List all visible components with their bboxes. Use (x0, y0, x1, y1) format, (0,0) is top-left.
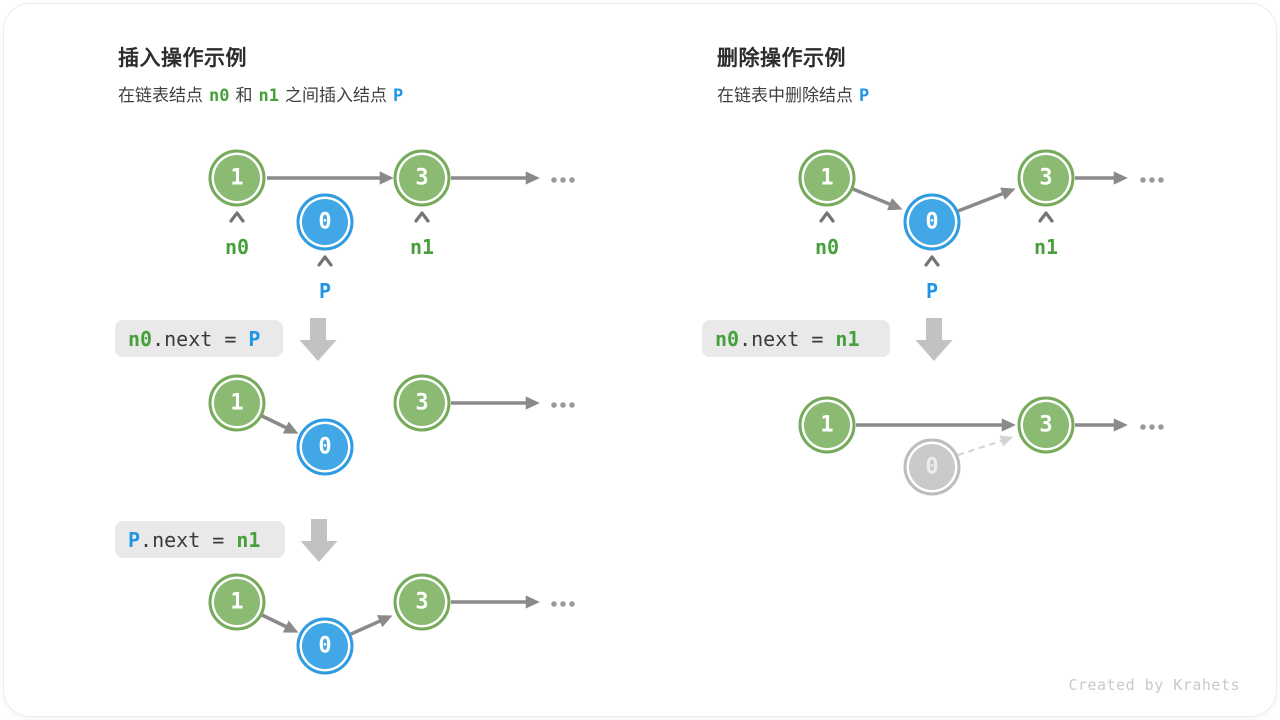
list-node-green: 1 (208, 374, 266, 432)
node-value: 1 (820, 412, 834, 438)
code-part-plain: .next = (140, 527, 237, 552)
list-node-green: 3 (393, 573, 451, 631)
pointer-label: P (318, 279, 332, 303)
node-value: 3 (1039, 412, 1053, 438)
list-node-green: 3 (1017, 396, 1075, 454)
list-node-green: 3 (393, 149, 451, 207)
list-node-blue: 0 (296, 418, 354, 476)
code-part-green: n1 (835, 326, 860, 351)
delete-panel-title: 删除操作示例 (717, 47, 846, 70)
text-part-plain: 在链表中删除结点 (717, 86, 853, 105)
delete-panel-subtitle: 在链表中删除结点 P (717, 81, 875, 106)
node-value: 1 (230, 165, 244, 191)
list-node-blue: 0 (296, 193, 354, 251)
code-part-blue: P (128, 527, 141, 552)
text-part-blue: P (859, 86, 870, 106)
pointer-label: P (925, 279, 939, 303)
text-part-plain: 之间插入结点 (284, 86, 387, 105)
node-value: 0 (318, 633, 332, 659)
code-part-plain: .next = (739, 326, 836, 351)
list-node-gray: 0 (903, 438, 961, 496)
watermark: Created by Krahets (1068, 676, 1240, 694)
code-part-green: n0 (715, 326, 740, 351)
pointer-label: n1 (1033, 235, 1059, 259)
code-box-insert-step1: n0.next = P (115, 320, 283, 357)
list-node-green: 3 (1017, 149, 1075, 207)
list-node-blue: 0 (903, 193, 961, 251)
node-value: 1 (820, 165, 834, 191)
list-node-green: 1 (798, 149, 856, 207)
code-part-blue: P (248, 326, 261, 351)
list-node-green: 1 (208, 149, 266, 207)
node-value: 3 (415, 390, 429, 416)
node-value: 3 (415, 589, 429, 615)
node-value: 0 (318, 209, 332, 235)
list-node-green: 1 (208, 573, 266, 631)
node-value: 1 (230, 589, 244, 615)
node-value: 0 (925, 454, 939, 480)
code-part-green: n0 (128, 326, 153, 351)
pointer-label: n1 (409, 235, 435, 259)
node-value: 1 (230, 390, 244, 416)
text-part-green: n1 (258, 86, 279, 106)
code-part-plain: .next = (152, 326, 249, 351)
node-value: 0 (318, 434, 332, 460)
node-value: 3 (1039, 165, 1053, 191)
insert-panel-title: 插入操作示例 (118, 47, 247, 70)
text-part-blue: P (392, 86, 404, 106)
pointer-label: n0 (224, 235, 250, 259)
node-value: 3 (415, 165, 429, 191)
text-part-green: n0 (209, 86, 230, 106)
list-node-green: 1 (798, 396, 856, 454)
text-part-plain: 在链表结点 (118, 86, 203, 105)
figure-card (4, 4, 1276, 716)
insert-panel-subtitle: 在链表结点 n0 和 n1 之间插入结点 P (118, 81, 409, 106)
text-part-plain: 和 (235, 86, 253, 105)
node-value: 0 (925, 209, 939, 235)
code-box-delete-step1: n0.next = n1 (702, 320, 890, 357)
pointer-label: n0 (814, 235, 840, 259)
code-box-insert-step2: P.next = n1 (115, 521, 285, 558)
code-part-green: n1 (236, 527, 261, 552)
list-node-blue: 0 (296, 617, 354, 675)
list-node-green: 3 (393, 374, 451, 432)
